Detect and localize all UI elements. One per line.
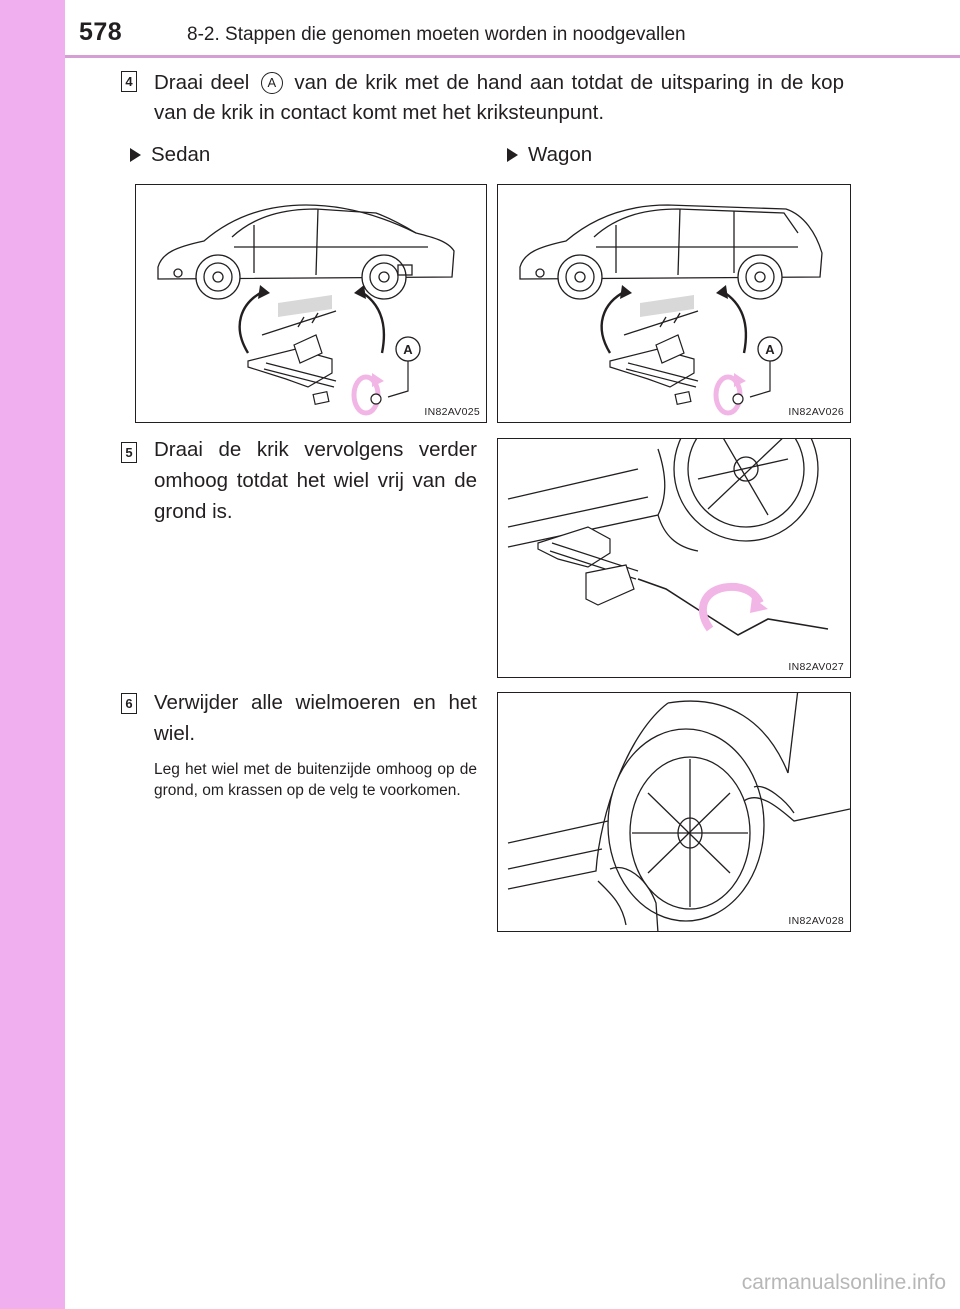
figure-remove-wheel: IN82AV028 bbox=[497, 692, 851, 932]
figure-code-step6: IN82AV028 bbox=[788, 915, 844, 927]
variant-wagon-heading: Wagon bbox=[507, 143, 592, 167]
raise-jack-illustration bbox=[507, 439, 829, 636]
header-divider bbox=[65, 55, 960, 58]
step-number-4: 4 bbox=[121, 71, 137, 92]
wagon-jack-illustration: A bbox=[519, 204, 823, 416]
step-5-text: Draai de krik vervolgens verder omhoog t… bbox=[154, 438, 477, 523]
step-6-note: Leg het wiel met de buitenzijde omhoog o… bbox=[154, 761, 477, 799]
step-4-text-end: van de krik met de hand aan totdat de ui… bbox=[154, 71, 844, 124]
step-6-text: Verwijder alle wielmoeren en het wiel. bbox=[154, 691, 477, 745]
triangle-bullet-icon bbox=[130, 148, 141, 162]
step-4-text-start: Draai deel bbox=[154, 71, 250, 94]
figure-code-sedan: IN82AV025 bbox=[424, 406, 480, 418]
variant-sedan-label: Sedan bbox=[151, 143, 211, 166]
figure-code-wagon: IN82AV026 bbox=[788, 406, 844, 418]
variant-sedan-heading: Sedan bbox=[130, 143, 210, 167]
triangle-bullet-icon bbox=[507, 148, 518, 162]
callout-a-wagon: A bbox=[765, 342, 775, 357]
figure-sedan-jack: A IN82AV025 bbox=[135, 184, 487, 423]
chapter-sidebar-tab bbox=[0, 0, 65, 1309]
remove-wheel-illustration bbox=[507, 693, 850, 931]
figure-wagon-jack: A IN82AV026 bbox=[497, 184, 851, 423]
callout-a-sedan: A bbox=[403, 342, 413, 357]
section-title: 8-2. Stappen die genomen moeten worden i… bbox=[187, 24, 686, 45]
figure-raise-jack: IN82AV027 bbox=[497, 438, 851, 678]
page-number: 578 bbox=[79, 18, 123, 46]
variant-wagon-label: Wagon bbox=[528, 143, 593, 166]
step-number-6: 6 bbox=[121, 693, 137, 714]
page-header: 578 8-2. Stappen die genomen moeten word… bbox=[65, 0, 960, 55]
watermark-text: carmanualsonline.info bbox=[741, 1271, 946, 1294]
figure-code-step5: IN82AV027 bbox=[788, 661, 844, 673]
step-4-text: Draai deel A van de krik met de hand aan… bbox=[154, 68, 844, 128]
sedan-jack-illustration: A bbox=[157, 204, 455, 416]
step-number-5: 5 bbox=[121, 442, 137, 463]
part-a-marker: A bbox=[260, 72, 283, 94]
